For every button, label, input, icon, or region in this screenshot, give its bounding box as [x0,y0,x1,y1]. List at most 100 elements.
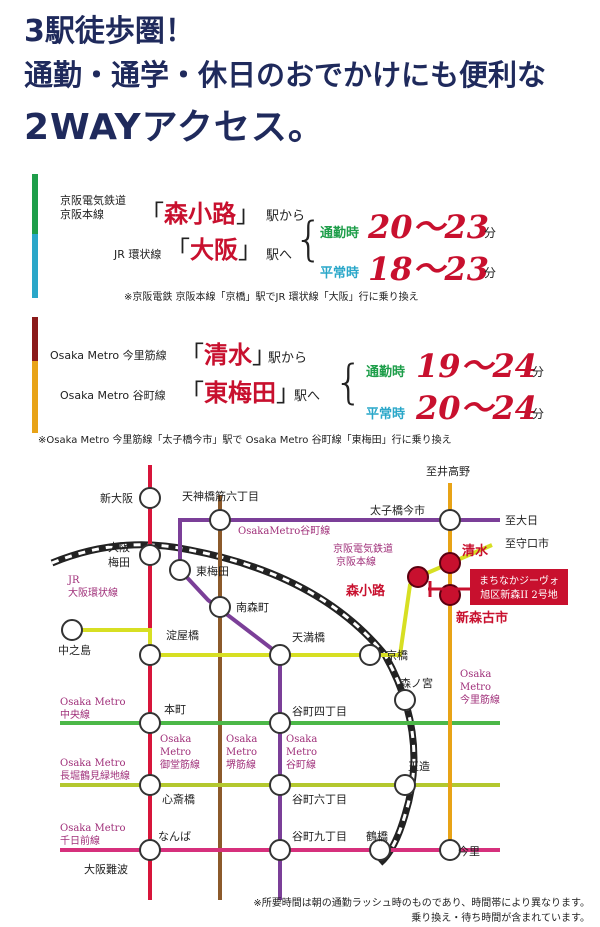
label-honmachi: 本町 [164,702,186,716]
label-shinsaibashi: 心斎橋 [162,792,195,806]
label-osaka-namba: 大阪難波 [84,862,128,876]
label-tanimachi-v1: Osaka [286,734,317,745]
label-nakanoshima: 中之島 [58,643,91,657]
route1-rush-label: 通勤時 [320,226,360,241]
route-map: まちなかジーヴォ 旭区新森II 2号地 新大阪 天神橋筋六丁目 太子橋今市 至井… [50,464,568,900]
route1-normal-unit: 分 [484,266,497,280]
label-tamatsukuri: 玉造 [408,759,430,773]
route2-normal-time: 20〜24 [416,389,538,427]
label-sennichimae-2: 千日前線 [60,834,100,847]
label-imazatosuji-1: Osaka [460,669,491,680]
station-nakanoshima [61,619,83,641]
route2-to-station: 「東梅田」 [180,379,300,407]
station-shin-osaka [139,487,161,509]
station-morishoji [407,566,429,588]
route1-to-suffix: 駅へ [266,248,293,263]
route2-normal-unit: 分 [532,407,545,421]
route2-to-suffix: 駅へ [294,389,321,404]
label-shimizu: 清水 [462,543,489,559]
route1-normal-time: 18〜23 [368,250,490,288]
label-imazatosuji-3: 今里筋線 [460,693,500,706]
label-tenjinbashi: 天神橋筋六丁目 [182,489,259,503]
station-imazato [439,839,461,861]
site-label-1: まちなかジーヴォ [479,574,559,587]
station-yodoyabashi [139,644,161,666]
footnote-line1: ※所要時間は朝の通勤ラッシュ時のものであり、時間帯により異なります。 [253,898,590,909]
label-tanimachi6: 谷町六丁目 [292,793,347,806]
label-tanimachi9: 谷町九丁目 [292,830,347,843]
label-sakaisuji-2: Metro [226,747,257,758]
headline-line1: 3駅徒歩圏！ [24,14,195,49]
label-taishibashi: 太子橋今市 [370,503,425,517]
headline-line3: 2WAYアクセス。 [24,107,325,148]
route2-brace: { [334,355,364,409]
label-to-dainichi: 至大日 [505,513,538,527]
site-label-2: 旭区新森II 2号地 [480,588,557,601]
station-tenmabashi [269,644,291,666]
site-box [470,569,568,605]
route1-from-line-top: 京阪電気鉄道 [60,194,126,207]
label-tanimachi4: 谷町四丁目 [292,705,347,718]
route2-from-line: Osaka Metro 今里筋線 [50,349,167,362]
label-midosuji-2: Metro [160,747,191,758]
label-tanimachi-v3: 谷町線 [286,758,316,771]
label-umeda: 梅田 [108,555,130,569]
route2-to-line: Osaka Metro 谷町線 [60,389,166,402]
label-imazato: 今里 [458,844,480,858]
route1-to-line: JR 環状線 [114,248,162,261]
station-shimizu [439,552,461,574]
route-morishoji: 京阪電気鉄道 京阪本線 「森小路」 駅から JR 環状線 「大阪」 駅へ { 通… [32,172,592,303]
station-tanimachi9 [269,839,291,861]
label-morishoji: 森小路 [346,583,386,599]
label-imazatosuji-2: Metro [460,682,491,693]
label-shinmori: 新森古市 [456,610,508,626]
footnote-line2: 乗り換え・待ち時間が含まれています。 [411,913,590,924]
label-jr-2: 大阪環状線 [68,586,118,599]
label-osaka: 大阪 [108,540,130,554]
label-tsuruhashi: 鶴橋 [366,829,388,843]
route1-from-suffix: 駅から [266,209,306,224]
route2-rush-label: 通勤時 [366,365,406,380]
route1-from-station: 「森小路」 [140,200,260,228]
route1-bar-bottom [32,234,38,298]
route1-normal-label: 平常時 [320,266,360,281]
station-tenjinbashi [209,509,231,531]
label-keihan-2: 京阪本線 [336,555,376,568]
label-higashi-umeda: 東梅田 [196,564,229,578]
label-tanimachi-v2: Metro [286,747,317,758]
station-honmachi [139,712,161,734]
label-minami-morimachi: 南森町 [236,600,269,614]
label-morinomiya: 森ノ宮 [400,676,433,690]
route1-from-line-bottom: 京阪本線 [60,208,104,221]
label-tanimachi-line: OsakaMetro谷町線 [238,524,330,537]
label-chuo-2: 中央線 [60,708,90,721]
label-to-moriguchi: 至守口市 [505,536,549,550]
label-sekime: 至井高野 [426,464,470,478]
station-kyobashi [359,644,381,666]
label-nagahori-2: 長堀鶴見緑地線 [60,769,130,782]
route2-bar-top [32,317,38,361]
route1-rush-time: 20〜23 [368,208,490,246]
route1-to-station: 「大阪」 [166,236,262,264]
route2-from-suffix: 駅から [268,351,308,366]
station-namba [139,839,161,861]
label-midosuji-3: 御堂筋線 [160,758,200,771]
label-namba: なんば [158,830,191,843]
route-shimizu: Osaka Metro 今里筋線 「清水」 駅から Osaka Metro 谷町… [32,315,592,446]
station-tanimachi4 [269,712,291,734]
station-higashi-umeda [169,559,191,581]
station-tanimachi6 [269,774,291,796]
station-tamatsukuri [394,774,416,796]
label-sakaisuji-3: 堺筋線 [226,758,256,771]
station-tsuruhashi [369,839,391,861]
route2-from-station: 「清水」 [180,341,276,369]
route1-rush-unit: 分 [484,226,497,240]
station-morinomiya [394,689,416,711]
station-taishibashi [439,509,461,531]
route1-note: ※京阪電鉄 京阪本線「京橋」駅でJR 環状線「大阪」行に乗り換え [124,292,419,303]
label-chuo-1: Osaka Metro [60,697,125,708]
route2-bar-bottom [32,361,38,433]
route2-normal-label: 平常時 [366,407,406,422]
label-sennichimae-1: Osaka Metro [60,823,125,834]
station-minami-morimachi [209,596,231,618]
